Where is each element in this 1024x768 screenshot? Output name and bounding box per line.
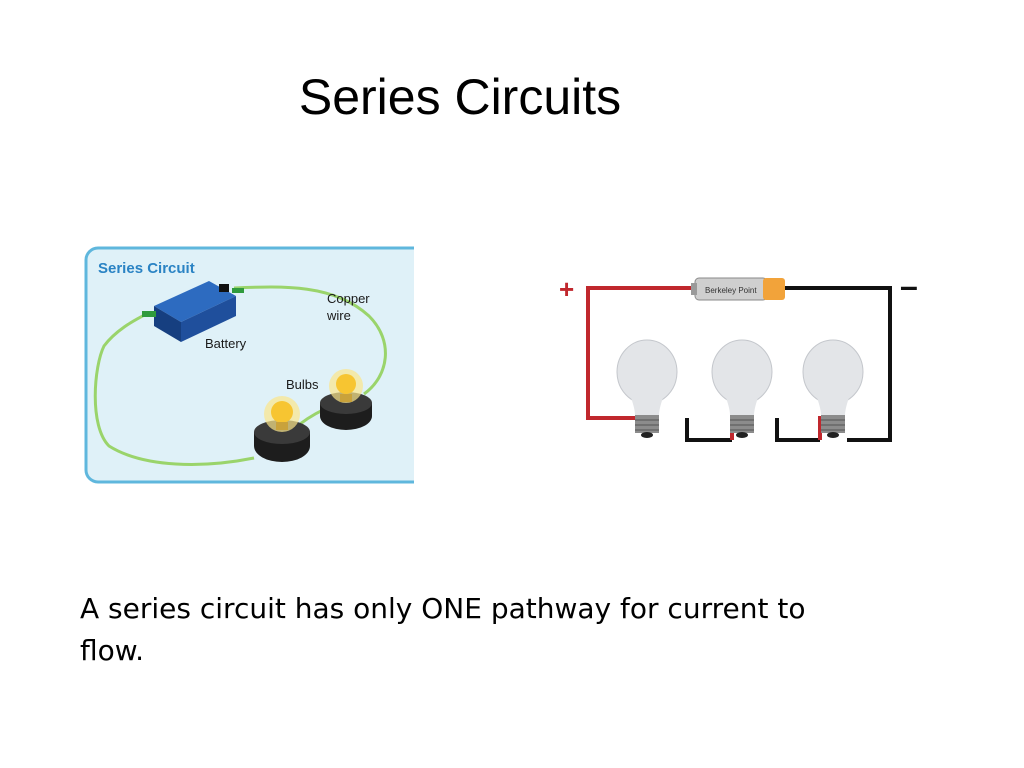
battery-label: Battery <box>205 336 247 351</box>
series-circuit-schematic-svg: Berkeley Point + – <box>559 268 918 442</box>
battery-brand-label: Berkeley Point <box>705 286 757 295</box>
lightbulb-icon <box>616 339 678 438</box>
positive-terminal-sign: + <box>559 274 574 304</box>
slide-body-text: A series circuit has only ONE pathway fo… <box>80 592 806 667</box>
bulb-icon <box>254 396 310 462</box>
bulbs-label: Bulbs <box>286 377 319 392</box>
positive-wire <box>586 286 695 420</box>
battery-icon <box>142 281 244 342</box>
series-circuit-illustration-svg: Series Circuit Copper wire Battery Bulbs <box>84 246 428 484</box>
series-circuit-illustration: Series Circuit Copper wire Battery Bulbs <box>84 246 428 486</box>
illustration-panel <box>84 246 428 484</box>
wire-label: wire <box>326 308 351 323</box>
positive-wire <box>775 418 820 442</box>
lightbulb-icon <box>711 339 773 438</box>
negative-wire <box>783 286 892 442</box>
illustration-heading: Series Circuit <box>98 260 195 277</box>
battery-icon: Berkeley Point <box>691 277 785 301</box>
lightbulb-icon <box>802 339 864 438</box>
negative-terminal-sign: – <box>900 270 918 304</box>
series-circuit-schematic: Berkeley Point + – <box>555 268 925 450</box>
bulb-icon <box>320 369 372 430</box>
copper-label: Copper <box>327 291 370 306</box>
positive-wire <box>685 418 732 442</box>
slide-title: Series Circuits <box>298 69 622 125</box>
